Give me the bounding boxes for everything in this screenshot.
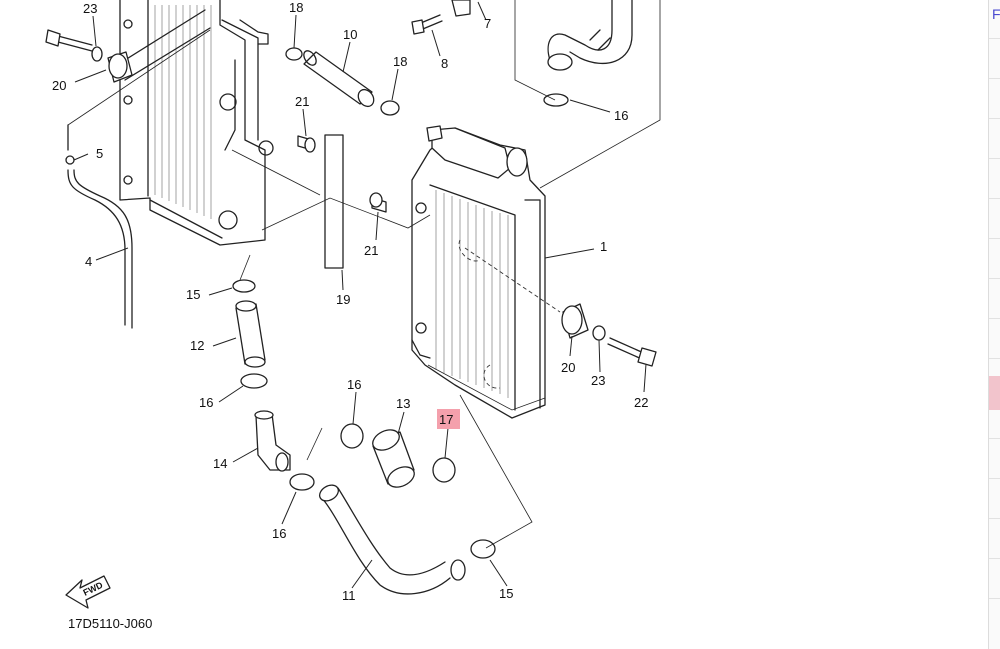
callout-labels: 23 20 18 10 18 21 5 4 19 21 1 20 23 22 1… xyxy=(52,0,648,603)
sleeve-13 xyxy=(372,429,415,488)
catalog-code: 17D5110-J060 xyxy=(68,616,152,631)
sidebar-divider xyxy=(989,278,1000,279)
left-radiator xyxy=(119,0,274,246)
callout-17[interactable]: 17 xyxy=(439,412,453,427)
callout-21-top[interactable]: 21 xyxy=(295,94,309,109)
callout-12[interactable]: 12 xyxy=(190,338,204,353)
sidebar-divider xyxy=(989,598,1000,599)
callout-8[interactable]: 8 xyxy=(441,56,448,71)
callout-15-upper[interactable]: 15 xyxy=(186,287,200,302)
callout-16-middle[interactable]: 16 xyxy=(347,377,361,392)
sidebar-divider xyxy=(989,198,1000,199)
callout-10[interactable]: 10 xyxy=(343,27,357,42)
fwd-arrow-icon: FWD xyxy=(65,575,111,609)
callout-16-top-right[interactable]: 16 xyxy=(614,108,628,123)
sidebar-divider xyxy=(989,478,1000,479)
callout-18-top[interactable]: 18 xyxy=(289,0,303,15)
sidebar-divider xyxy=(989,518,1000,519)
callout-14[interactable]: 14 xyxy=(213,456,227,471)
lower-hose xyxy=(319,484,466,595)
upper-hose xyxy=(303,50,375,108)
callout-11[interactable]: 11 xyxy=(342,588,356,603)
sidebar-divider xyxy=(989,158,1000,159)
callout-5[interactable]: 5 xyxy=(96,146,103,161)
clamps xyxy=(232,47,569,559)
sidebar-divider xyxy=(989,558,1000,559)
bolts xyxy=(45,0,657,367)
sidebar-divider xyxy=(989,118,1000,119)
callout-20-right[interactable]: 20 xyxy=(561,360,575,375)
leader-lines xyxy=(73,1,647,589)
callout-7[interactable]: 7 xyxy=(484,16,491,31)
callout-18-right[interactable]: 18 xyxy=(393,54,407,69)
highlighted-part-marker xyxy=(437,409,460,429)
breather-hose xyxy=(65,29,211,329)
reference-lines xyxy=(231,0,661,549)
elbow-14 xyxy=(254,410,291,472)
callout-22[interactable]: 22 xyxy=(634,395,648,410)
sidebar-letter: F xyxy=(992,6,1000,22)
callout-16-left[interactable]: 16 xyxy=(199,395,213,410)
sidebar-divider xyxy=(989,358,1000,359)
callout-21-bottom[interactable]: 21 xyxy=(364,243,378,258)
callout-4[interactable]: 4 xyxy=(85,254,92,269)
callout-23-right[interactable]: 23 xyxy=(591,373,605,388)
callout-23-left[interactable]: 23 xyxy=(83,1,97,16)
radiator-guard-bar xyxy=(324,134,344,269)
right-radiator xyxy=(411,125,546,419)
hose-12 xyxy=(235,300,266,368)
callout-1[interactable]: 1 xyxy=(600,239,607,254)
dampers-washers xyxy=(91,46,606,341)
sidebar-selected-row[interactable] xyxy=(989,376,1000,410)
callout-19[interactable]: 19 xyxy=(336,292,350,307)
callout-15-lower[interactable]: 15 xyxy=(499,586,513,601)
sidebar-divider xyxy=(989,318,1000,319)
callout-20-left[interactable]: 20 xyxy=(52,78,66,93)
right-sidebar: F xyxy=(988,0,1000,649)
callout-13[interactable]: 13 xyxy=(396,396,410,411)
callout-16-bottom[interactable]: 16 xyxy=(272,526,286,541)
sidebar-divider xyxy=(989,78,1000,79)
top-right-hose xyxy=(547,0,633,71)
sidebar-divider xyxy=(989,438,1000,439)
sidebar-divider xyxy=(989,238,1000,239)
sidebar-divider xyxy=(989,38,1000,39)
